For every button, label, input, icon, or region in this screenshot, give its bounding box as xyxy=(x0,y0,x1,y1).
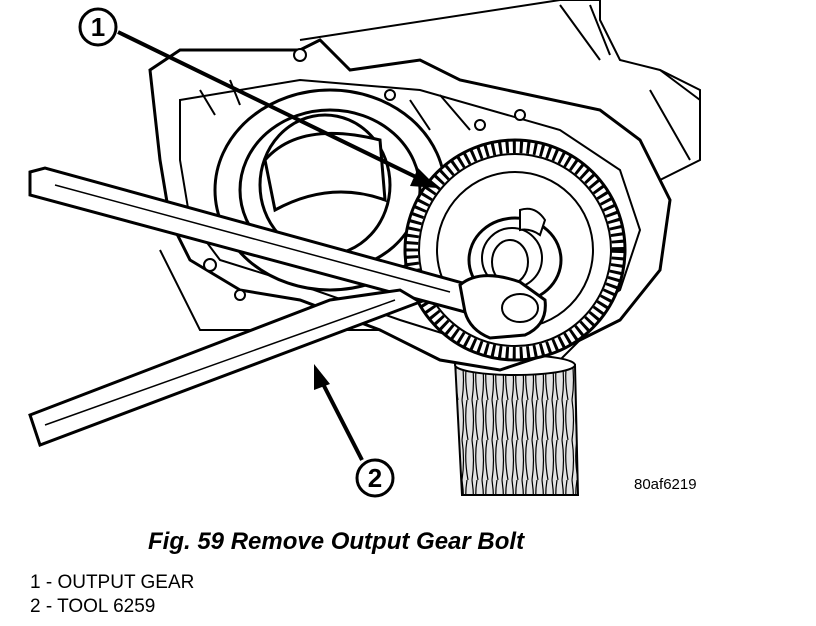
legend-item-output-gear: 1 - OUTPUT GEAR xyxy=(30,572,195,593)
technical-illustration: 1 2 xyxy=(28,0,701,498)
tool-6259 xyxy=(28,166,547,447)
legend-item-tool: 2 - TOOL 6259 xyxy=(30,596,156,617)
callout-1: 1 xyxy=(78,7,438,188)
callout-2: 2 xyxy=(314,364,395,498)
figure-reference-code: 80af6219 xyxy=(634,476,697,493)
wood-support-block xyxy=(453,354,580,496)
callout-legend: 1 - OUTPUT GEAR 2 - TOOL 6259 xyxy=(30,571,194,619)
callout-2-number: 2 xyxy=(368,463,382,493)
figure-caption: Fig. 59 Remove Output Gear Bolt xyxy=(148,528,525,555)
callout-1-number: 1 xyxy=(91,12,105,42)
